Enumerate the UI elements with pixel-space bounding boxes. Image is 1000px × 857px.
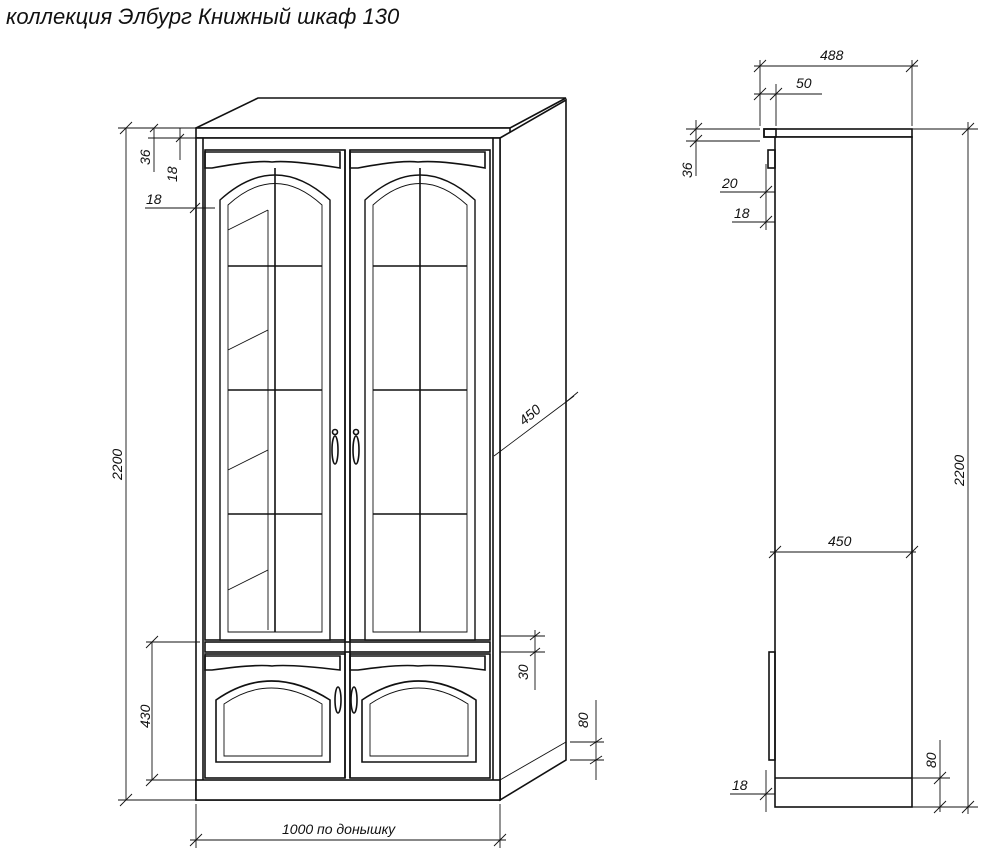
cornice-top bbox=[195, 97, 567, 129]
side-top bbox=[763, 128, 913, 138]
side-body bbox=[774, 136, 913, 808]
side-panel bbox=[499, 98, 567, 802]
dim-2200-front: 2200 bbox=[109, 449, 125, 481]
dim-18-side-top: 18 bbox=[734, 205, 750, 221]
dim-30: 30 bbox=[515, 664, 531, 680]
side-dimensions: 488 50 36 20 18 450 2200 bbox=[679, 47, 978, 814]
dim-2200-side: 2200 bbox=[951, 455, 967, 487]
front-view bbox=[195, 97, 567, 802]
handle-lower-right-icon bbox=[350, 686, 358, 714]
dim-20: 20 bbox=[721, 175, 738, 191]
dim-36-front: 36 bbox=[137, 149, 153, 165]
dim-50: 50 bbox=[796, 75, 812, 91]
plinth bbox=[195, 779, 501, 801]
panel-right bbox=[361, 680, 477, 763]
handle-upper-left-icon bbox=[331, 428, 339, 465]
dim-1000: 1000 по донышку bbox=[282, 821, 396, 837]
handle-lower-left-icon bbox=[334, 686, 342, 714]
handle-upper-right-icon bbox=[352, 428, 360, 465]
side-view bbox=[763, 128, 913, 808]
dim-80-side: 80 bbox=[923, 752, 939, 768]
dim-18-front: 18 bbox=[164, 166, 180, 182]
drawing-title: коллекция Элбург Книжный шкаф 130 bbox=[6, 4, 400, 29]
dim-36-side: 36 bbox=[679, 162, 695, 178]
dim-450-side: 450 bbox=[828, 533, 852, 549]
cornice-front bbox=[195, 127, 511, 139]
dim-80-front: 80 bbox=[575, 712, 591, 728]
carving-left bbox=[204, 151, 341, 169]
dim-430: 430 bbox=[137, 704, 153, 728]
mid-rail bbox=[204, 641, 491, 653]
carving-right bbox=[349, 151, 486, 169]
dim-18-side-bottom: 18 bbox=[732, 777, 748, 793]
dim-18-cornice: 18 bbox=[146, 191, 162, 207]
panel-left bbox=[215, 680, 331, 763]
dim-488: 488 bbox=[820, 47, 844, 63]
